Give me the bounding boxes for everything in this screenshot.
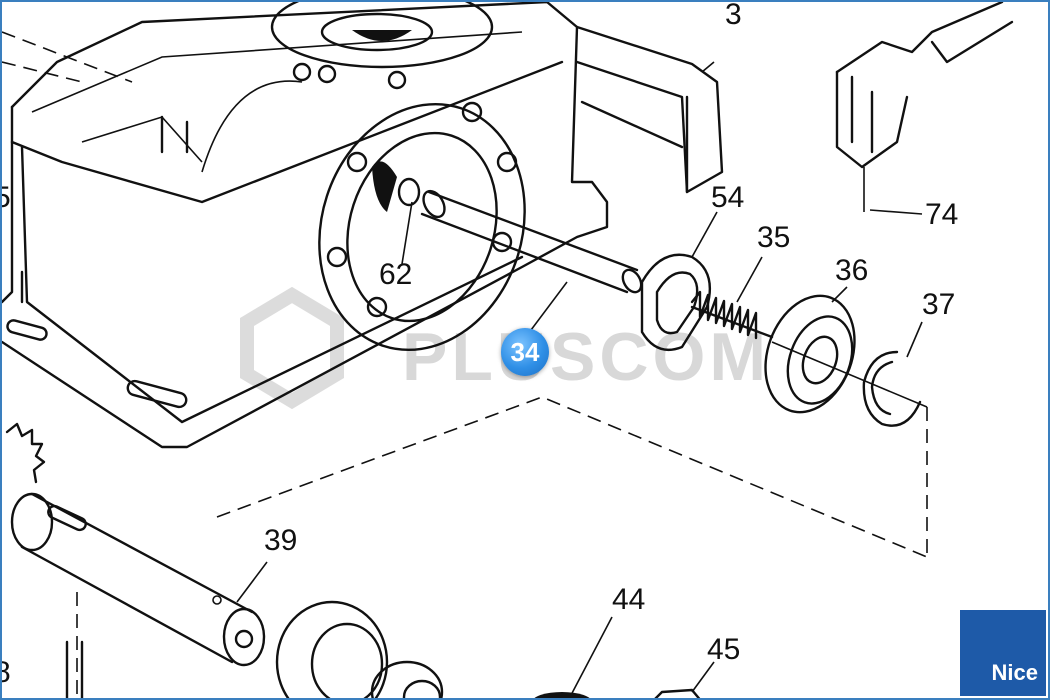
- gear-housing: [2, 2, 609, 449]
- plate-54: [640, 211, 718, 352]
- label-part-5: 5: [2, 181, 11, 214]
- watermark-text: PLUSCOM: [402, 319, 770, 395]
- label-part-8: 8: [2, 656, 11, 689]
- left-edge-details: [20, 270, 84, 698]
- bracket-74: [835, 2, 1014, 215]
- shaft-39: [5, 422, 268, 667]
- part-hotspot-34[interactable]: 34: [501, 328, 549, 376]
- brand-logo: Nice: [960, 610, 1046, 696]
- gear-44: [275, 600, 613, 698]
- label-part-3: 3: [725, 2, 742, 31]
- label-part-37: 37: [922, 288, 955, 321]
- bearing-36: [764, 286, 856, 414]
- label-part-36: 36: [835, 254, 868, 287]
- label-part-39: 39: [264, 524, 297, 557]
- circlip-37: [771, 321, 928, 427]
- label-part-35: 35: [757, 221, 790, 254]
- spring-35: [690, 256, 774, 340]
- label-part-54: 54: [711, 181, 744, 214]
- part-45: [654, 661, 715, 698]
- brand-logo-text: Nice: [991, 660, 1038, 685]
- part-labels: 3 54 35 36 37 74 62 39 44 45 5 8: [2, 2, 958, 689]
- label-part-74: 74: [925, 198, 958, 231]
- assembly-lines: [2, 31, 928, 698]
- label-part-44: 44: [612, 583, 645, 616]
- cover-part-3: [575, 25, 724, 194]
- label-part-62: 62: [379, 258, 412, 291]
- label-part-45: 45: [707, 633, 740, 666]
